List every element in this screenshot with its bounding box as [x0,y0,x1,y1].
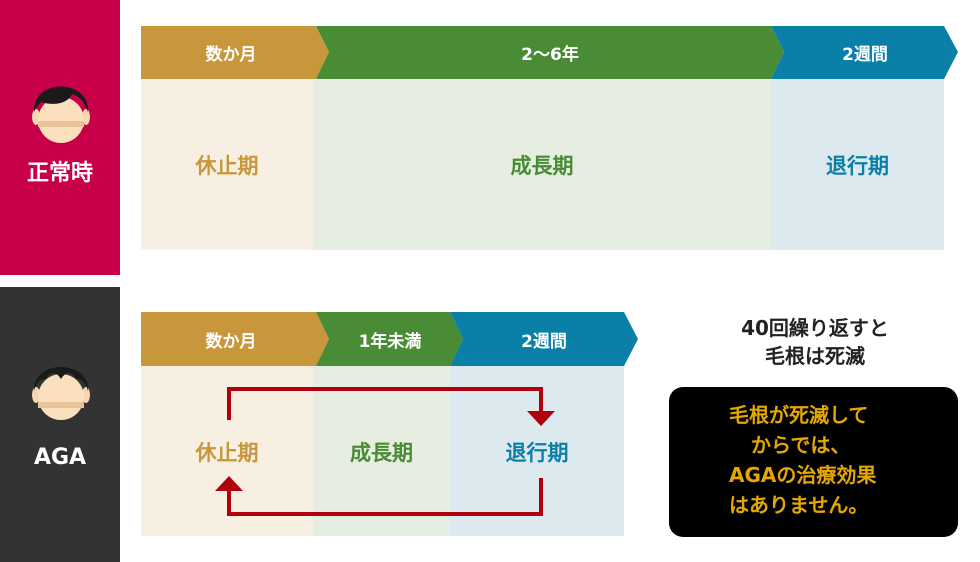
arrowhead-down-icon [527,411,555,426]
normal-growth-header [316,26,784,79]
aga-rest-header [141,312,329,366]
aga-rest-duration: 数か月 [205,331,257,352]
aga-regression-name: 退行期 [505,441,569,465]
aga-growth-header [316,312,463,366]
aga-growth-duration: 1年未満 [358,331,422,352]
cycle-note-line2: 毛根は死滅 [765,344,865,368]
notice-box: 毛根が死滅して からでは、 AGAの治療効果 はありません。 [669,387,958,537]
cycle-note: 40回繰り返すと 毛根は死滅 [670,314,960,370]
normal-regression-header [771,26,958,79]
normal-growth-duration: 2〜6年 [521,45,579,65]
notice-line1: 毛根が死滅して [729,403,869,427]
face-full-hair-icon [32,86,90,143]
aga-label: AGA [33,444,87,470]
normal-rest-header [141,26,329,79]
aga-regression-header [450,312,638,366]
aga-growth-body [313,366,450,536]
normal-rest-name: 休止期 [195,153,259,178]
aga-panel [0,287,120,562]
cycle-note-line1: 40回繰り返すと [741,316,889,340]
normal-growth-body [313,79,771,250]
arrowhead-up-icon [215,476,243,491]
aga-rest-name: 休止期 [195,441,259,465]
cycle-arrow-top [227,387,543,420]
normal-rest-duration: 数か月 [205,45,257,65]
normal-growth-name: 成長期 [510,153,574,178]
notice-line2: からでは、 [751,433,851,457]
notice-line4: はありません。 [729,493,869,517]
normal-rest-body [141,79,313,250]
face-thinning-hair-icon [32,367,90,420]
normal-regression-name: 退行期 [826,153,889,178]
aga-regression-body [450,366,624,536]
notice-line3: AGAの治療効果 [729,463,877,487]
normal-regression-body [771,79,944,250]
aga-regression-duration: 2週間 [521,331,567,352]
aga-growth-name: 成長期 [350,441,413,465]
cycle-arrow-bottom [227,478,543,516]
normal-label: 正常時 [26,161,93,186]
normal-regression-duration: 2週間 [842,45,888,65]
